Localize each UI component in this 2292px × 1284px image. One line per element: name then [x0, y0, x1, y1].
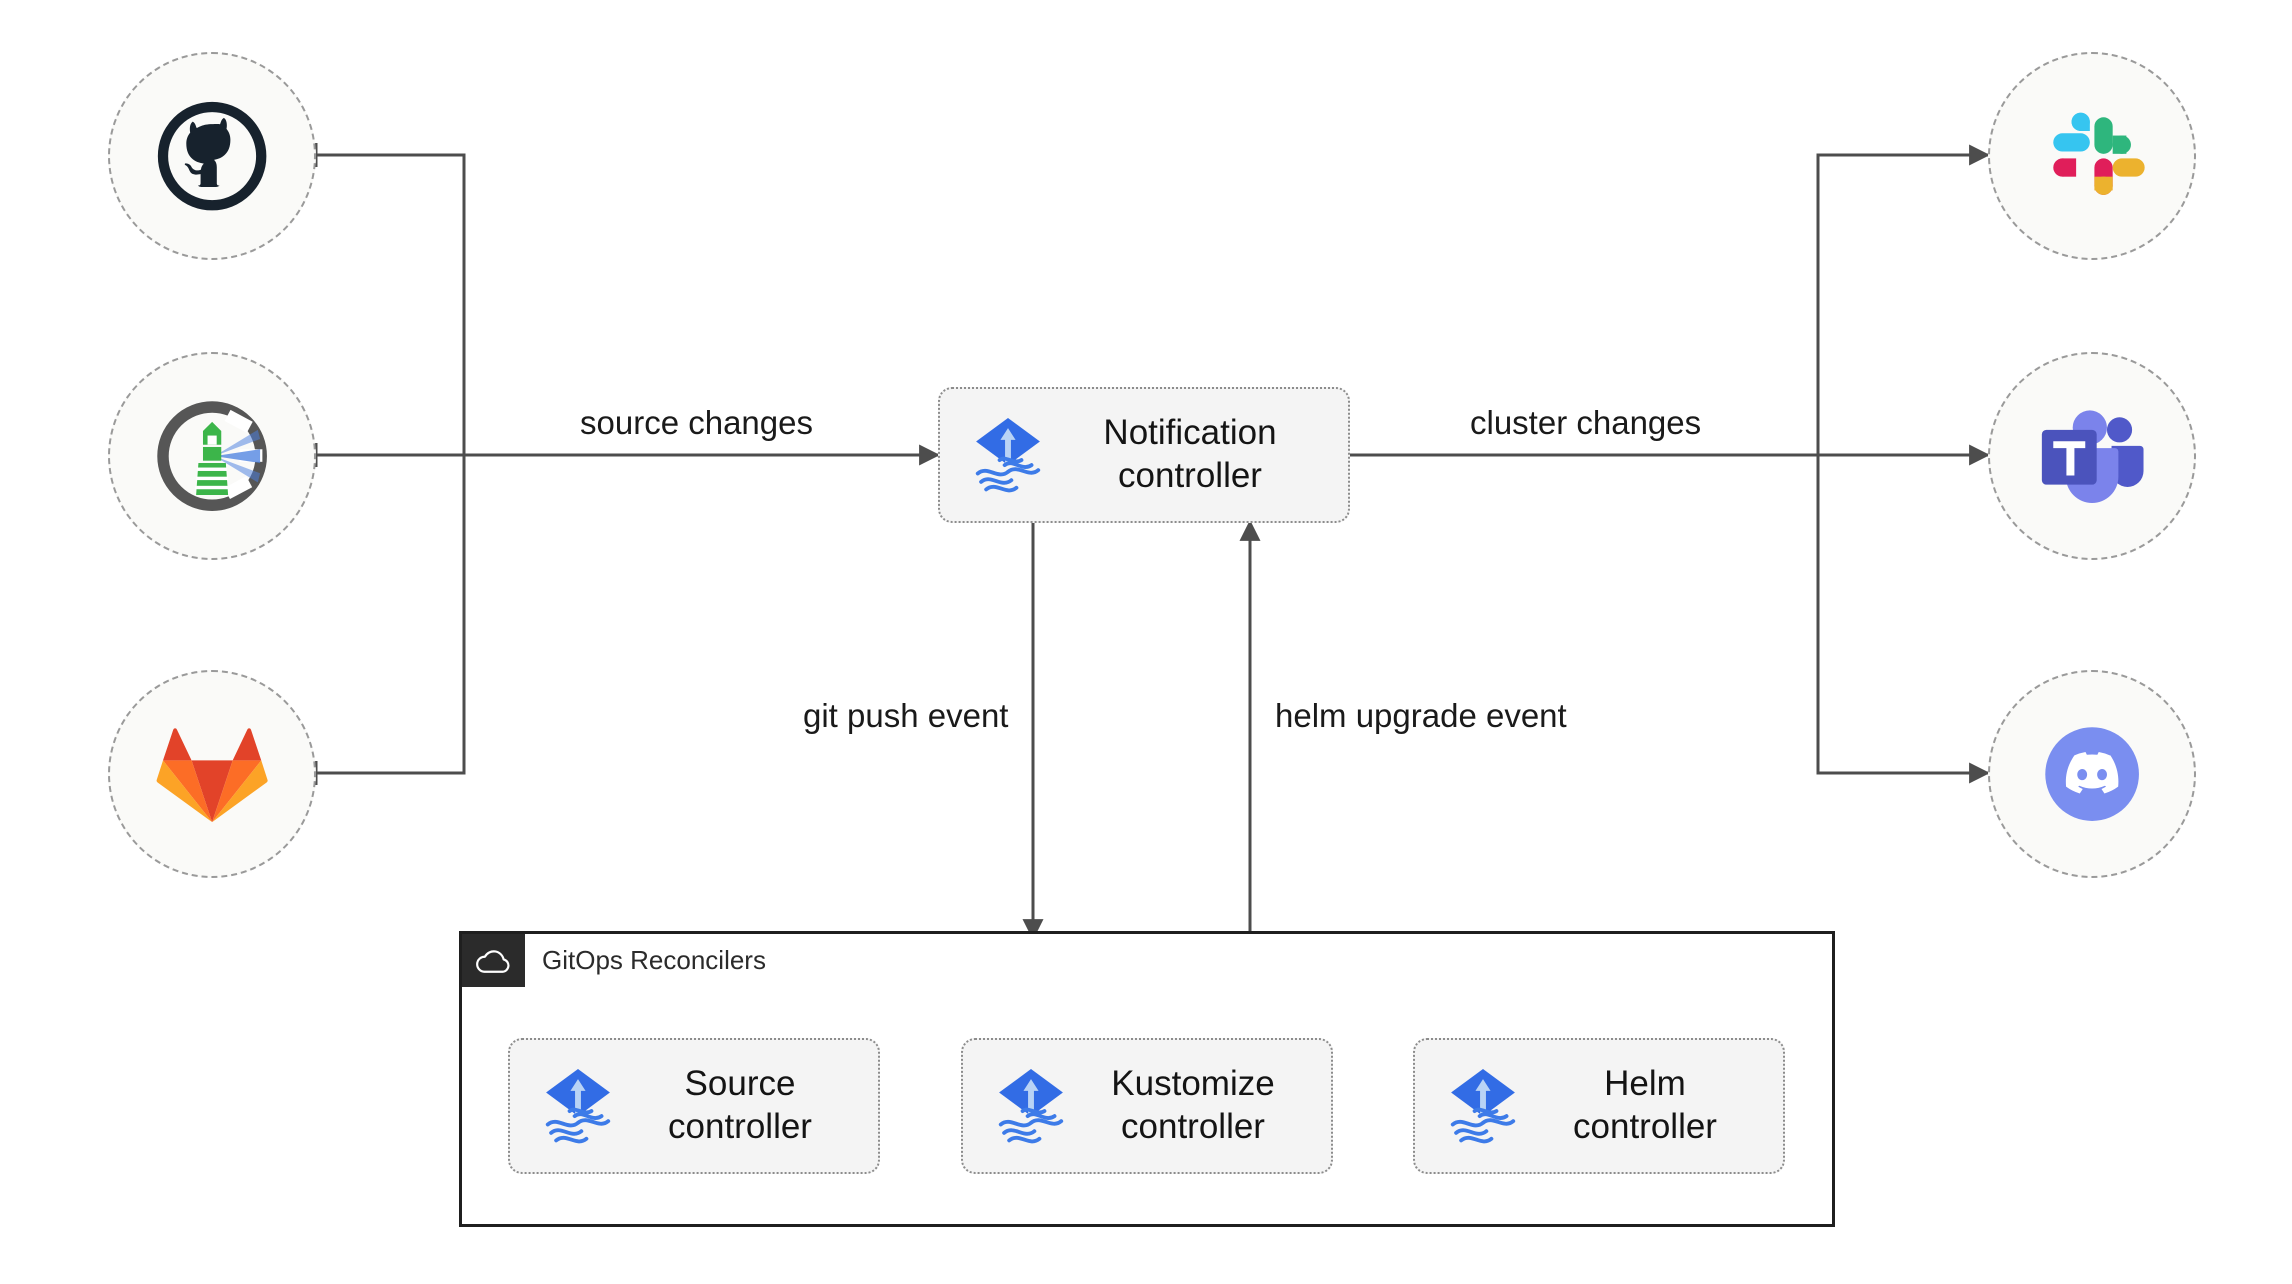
cloud-icon — [474, 947, 514, 974]
edge-label-source-changes: source changes — [580, 404, 813, 441]
wire-gitlab-to-bus — [316, 455, 466, 775]
microsoft-teams-icon — [2035, 399, 2149, 513]
destination-node-slack[interactable] — [1988, 52, 2196, 260]
helm-controller-label: Helm controller — [1573, 1064, 1717, 1146]
source-node-github[interactable] — [108, 52, 316, 260]
wire-github-to-bus — [316, 153, 466, 455]
flux-logo-icon — [989, 1064, 1073, 1148]
destination-node-discord[interactable] — [1988, 670, 2196, 878]
notification-controller-box[interactable]: Notification controller — [938, 387, 1350, 523]
cloud-badge — [462, 934, 525, 987]
source-node-flux[interactable] — [108, 352, 316, 560]
gitops-container-title: GitOps Reconcilers — [542, 945, 766, 975]
slack-icon — [2035, 99, 2149, 213]
flux-logo-icon — [1441, 1064, 1525, 1148]
wire-to-discord — [1816, 455, 1991, 784]
source-node-gitlab[interactable] — [108, 670, 316, 878]
discord-icon — [2035, 717, 2149, 831]
flux-logo-icon — [536, 1064, 620, 1148]
github-icon — [155, 99, 269, 213]
kustomize-controller-label: Kustomize controller — [1111, 1064, 1275, 1146]
flux-lighthouse-icon — [155, 399, 269, 513]
notification-controller-label: Notification controller — [1103, 413, 1277, 495]
edge-label-cluster-changes: cluster changes — [1470, 404, 1702, 441]
edge-label-git-push-event: git push event — [803, 697, 1009, 734]
destination-node-teams[interactable] — [1988, 352, 2196, 560]
edge-label-helm-upgrade-event: helm upgrade event — [1275, 697, 1567, 734]
helm-controller-box[interactable]: Helm controller — [1413, 1038, 1785, 1174]
source-controller-box[interactable]: Source controller — [508, 1038, 880, 1174]
kustomize-controller-box[interactable]: Kustomize controller — [961, 1038, 1333, 1174]
gitlab-icon — [155, 717, 269, 831]
flux-logo-icon — [966, 413, 1050, 497]
wire-to-slack — [1816, 144, 1991, 455]
source-controller-label: Source controller — [668, 1064, 812, 1146]
gitops-reconcilers-container: GitOps Reconcilers Source controll — [459, 931, 1835, 1227]
